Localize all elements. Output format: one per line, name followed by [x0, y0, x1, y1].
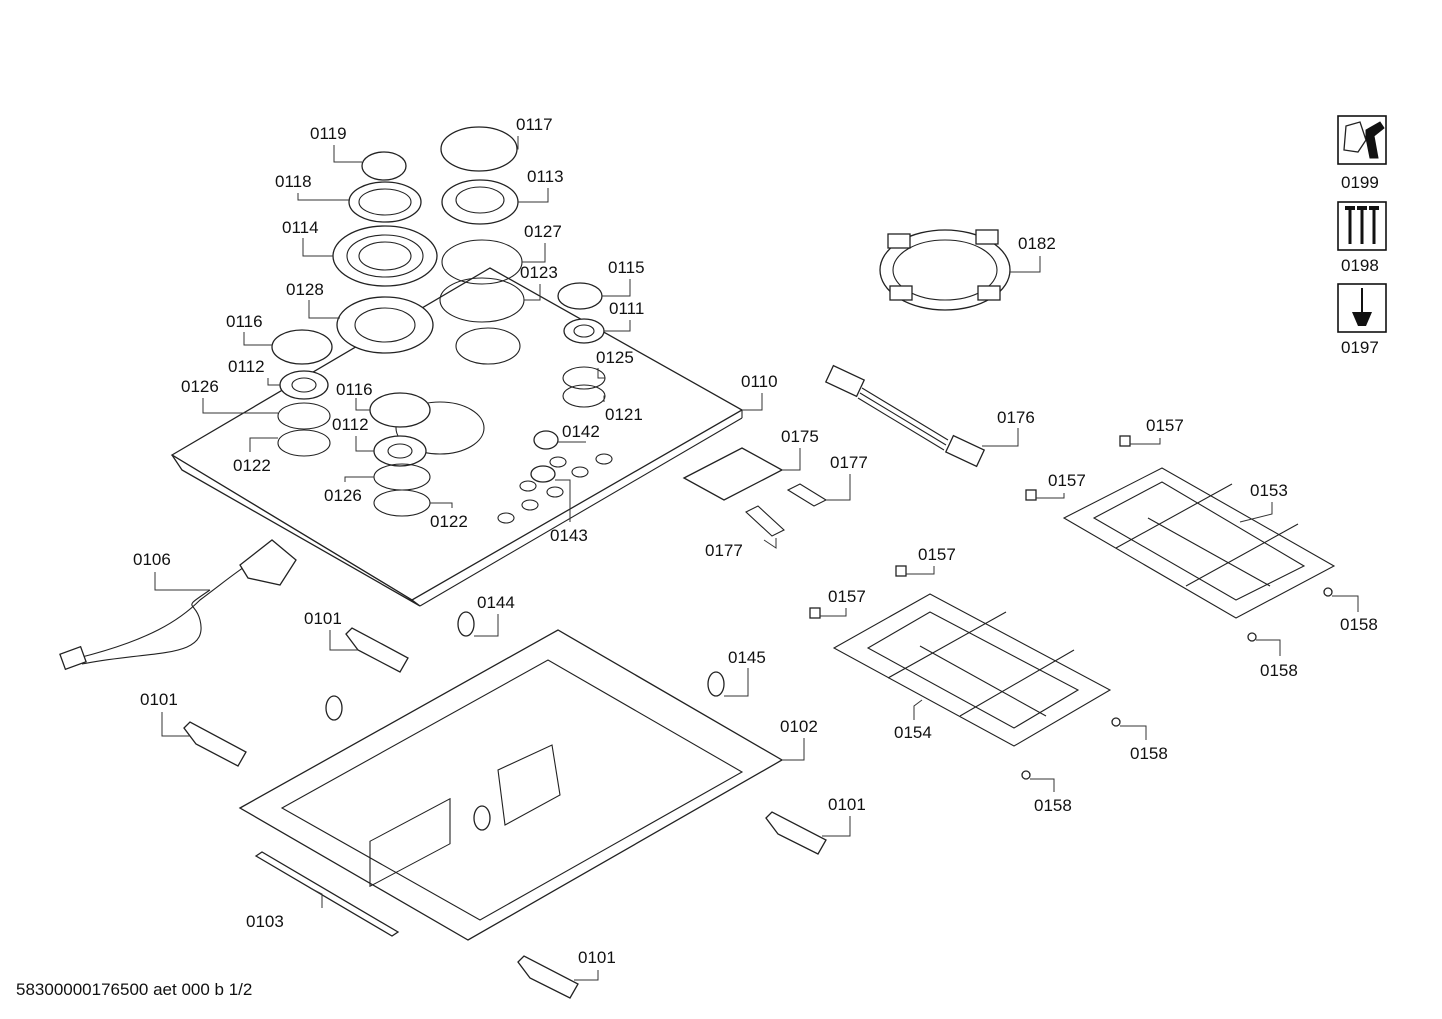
- label-0123: 0123: [520, 263, 558, 282]
- label-0101d: 0101: [578, 948, 616, 967]
- label-0143: 0143: [550, 526, 588, 545]
- label-0125: 0125: [596, 348, 634, 367]
- trim-strip: [254, 851, 400, 937]
- label-0101a: 0101: [304, 609, 342, 628]
- label-0198: 0198: [1341, 256, 1379, 275]
- control-knob: [530, 430, 559, 483]
- label-0157d: 0157: [828, 587, 866, 606]
- label-0153: 0153: [1250, 481, 1288, 500]
- part-labels: 0119 0117 0118 0113 0114 0127 0123 0115 …: [133, 115, 1379, 967]
- label-0144: 0144: [477, 593, 515, 612]
- label-0175: 0175: [781, 427, 819, 446]
- leader-lines: [154, 136, 1359, 981]
- label-0116b: 0116: [336, 380, 373, 399]
- label-0199: 0199: [1341, 173, 1379, 192]
- control-board: [682, 447, 828, 537]
- label-0111: 0111: [609, 299, 644, 318]
- label-0128: 0128: [286, 280, 324, 299]
- document-code: 58300000176500 aet 000 b 1/2: [16, 980, 253, 999]
- label-0158b: 0158: [1260, 661, 1298, 680]
- label-0182: 0182: [1018, 234, 1056, 253]
- label-0176: 0176: [997, 408, 1035, 427]
- label-0157c: 0157: [918, 545, 956, 564]
- label-0101c: 0101: [828, 795, 866, 814]
- wrench-icon: [1337, 115, 1387, 165]
- label-0112: 0112: [228, 357, 265, 376]
- label-0118: 0118: [275, 172, 312, 191]
- label-0145: 0145: [728, 648, 766, 667]
- label-0158c: 0158: [1130, 744, 1168, 763]
- burner-large-assembly: [332, 151, 438, 354]
- pan-support-left: [832, 593, 1112, 747]
- screwdriver-icon: [1337, 283, 1387, 333]
- label-0157a: 0157: [1146, 416, 1184, 435]
- label-0197: 0197: [1341, 338, 1379, 357]
- label-0158d: 0158: [1034, 796, 1072, 815]
- label-0114: 0114: [282, 218, 319, 237]
- wok-ring: [879, 229, 1011, 311]
- label-0158a: 0158: [1340, 615, 1378, 634]
- label-0177: 0177: [830, 453, 868, 472]
- label-0101b: 0101: [140, 690, 178, 709]
- grate-clip: [809, 435, 1131, 619]
- burner-small-right-assembly: [557, 282, 606, 408]
- label-0103: 0103: [246, 912, 284, 931]
- label-0127: 0127: [524, 222, 562, 241]
- label-0154: 0154: [894, 723, 932, 742]
- hob-top-plate: [170, 267, 744, 607]
- power-cord: [59, 539, 297, 671]
- wiring-harness: [824, 364, 986, 468]
- burner-right-large-assembly: [439, 126, 525, 323]
- label-0126b: 0126: [324, 486, 362, 505]
- label-0177b: 0177: [705, 541, 743, 560]
- screws-icon: [1337, 201, 1387, 251]
- label-0157b: 0157: [1048, 471, 1086, 490]
- label-0122: 0122: [233, 456, 271, 475]
- label-0121: 0121: [605, 405, 643, 424]
- label-0126: 0126: [181, 377, 219, 396]
- burner-center-assembly: [369, 392, 431, 517]
- rubber-foot: [325, 611, 725, 831]
- label-0142: 0142: [562, 422, 600, 441]
- pan-support-right: [1062, 467, 1336, 619]
- label-0106: 0106: [133, 550, 171, 569]
- bracket-clip: [183, 627, 827, 999]
- label-0102: 0102: [780, 717, 818, 736]
- label-0116: 0116: [226, 312, 263, 331]
- label-0122b: 0122: [430, 512, 468, 531]
- label-0110: 0110: [741, 372, 778, 391]
- label-0117: 0117: [516, 115, 553, 134]
- label-0112b: 0112: [332, 415, 369, 434]
- label-0119: 0119: [310, 124, 347, 143]
- rubber-pad: [1021, 587, 1333, 780]
- label-0115: 0115: [608, 258, 645, 277]
- burner-left-assembly: [271, 329, 333, 457]
- label-0113: 0113: [527, 167, 564, 186]
